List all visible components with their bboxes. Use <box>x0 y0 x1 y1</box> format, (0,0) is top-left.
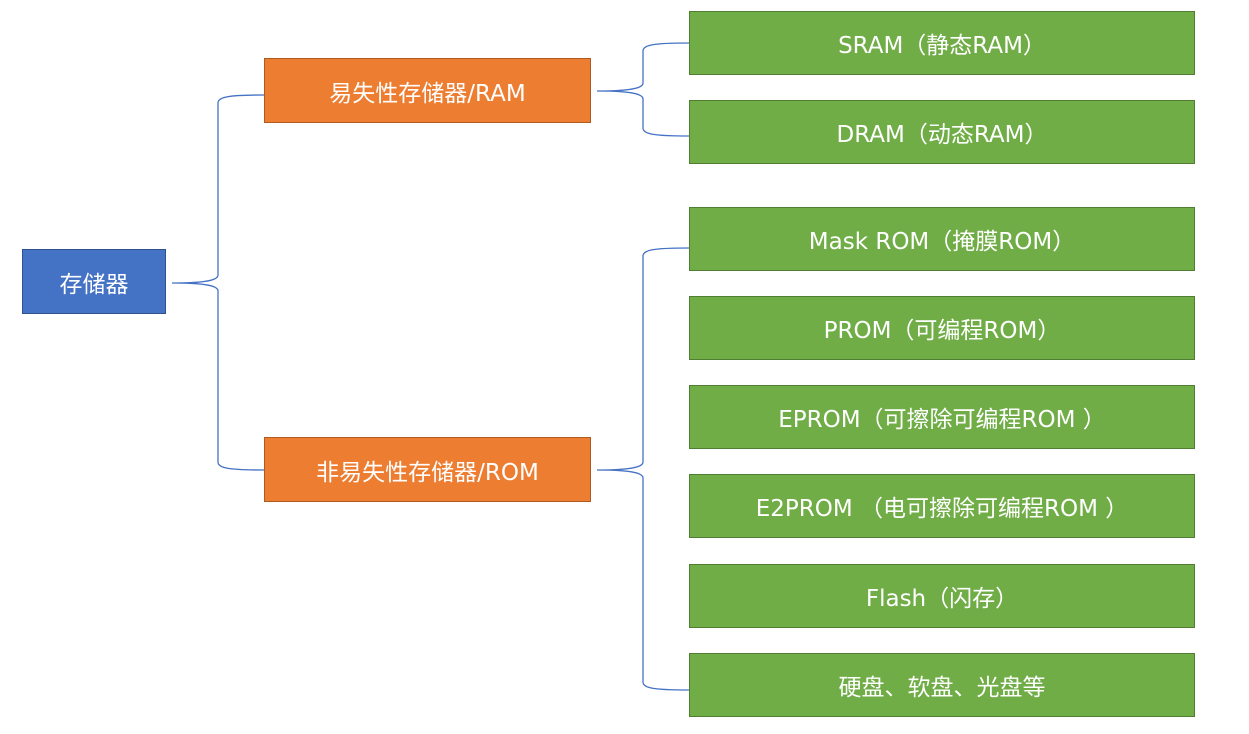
leaf-node-flash: Flash（闪存） <box>689 564 1195 628</box>
rom-bracket-connector <box>596 247 690 691</box>
leaf-node-disk: 硬盘、软盘、光盘等 <box>689 653 1195 717</box>
branch-node-ram: 易失性存储器/RAM <box>264 58 591 123</box>
root-bracket-connector <box>171 94 265 471</box>
root-node-storage: 存储器 <box>22 249 166 314</box>
leaf-node-dram: DRAM（动态RAM） <box>689 100 1195 164</box>
leaf-node-sram: SRAM（静态RAM） <box>689 11 1195 75</box>
leaf-node-e2prom: E2PROM （电可擦除可编程ROM ） <box>689 474 1195 538</box>
leaf-node-eprom: EPROM（可擦除可编程ROM ） <box>689 385 1195 449</box>
branch-node-rom: 非易失性存储器/ROM <box>264 437 591 502</box>
ram-bracket-connector <box>596 42 690 137</box>
leaf-node-prom: PROM（可编程ROM） <box>689 296 1195 360</box>
leaf-node-mask-rom: Mask ROM（掩膜ROM） <box>689 207 1195 271</box>
